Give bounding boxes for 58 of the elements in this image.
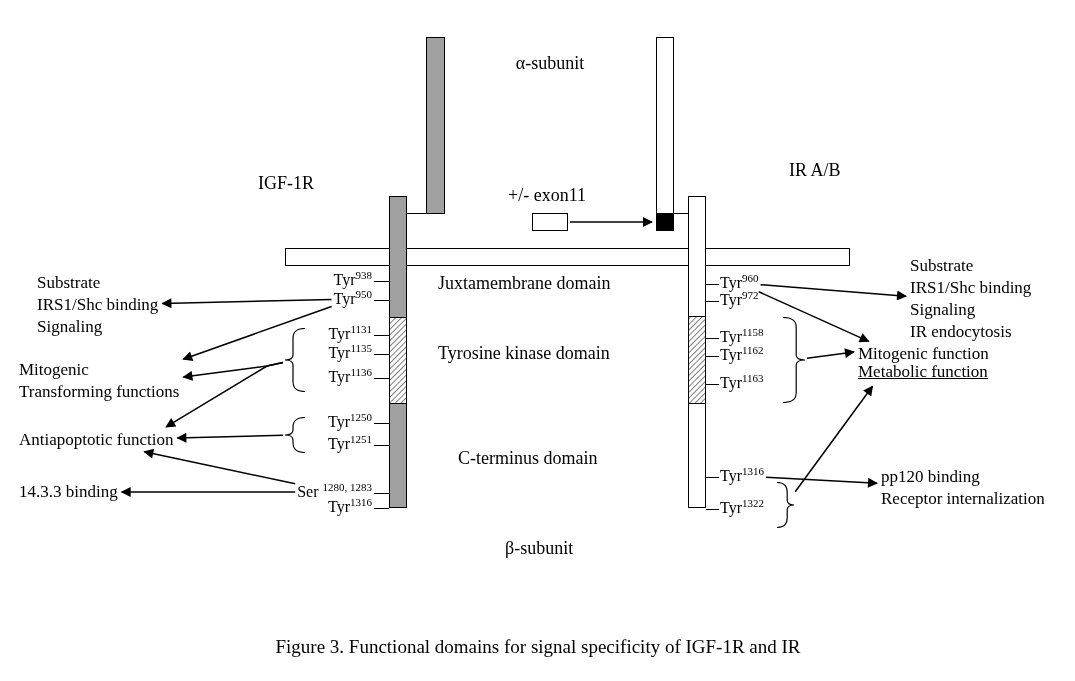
region-label: C-terminus domain — [458, 448, 598, 469]
function-label: 14.3.3 binding — [19, 481, 118, 503]
arrow — [120, 487, 296, 497]
region-label: α-subunit — [515, 53, 585, 74]
residue-label: Tyr$^{1163}$ — [720, 375, 764, 391]
residue-label: Tyr$^{1251}$ — [328, 436, 372, 452]
residue-label: Tyr$^{1316}$ — [328, 499, 372, 515]
function-label: Antiapoptotic function — [19, 429, 174, 451]
arrow — [765, 476, 878, 488]
function-label: IRS1/Shc binding — [910, 277, 1032, 299]
arrow — [165, 361, 284, 428]
function-label: Transforming functions — [19, 381, 180, 403]
residue-label: Tyr$^{1162}$ — [720, 347, 764, 363]
residue-label: Tyr$^{1131}$ — [328, 326, 372, 342]
residue-label: Tyr$^{950}$ — [333, 291, 372, 307]
residue-label: Tyr$^{1322}$ — [720, 500, 764, 516]
arrow — [182, 305, 333, 361]
curly-bracket — [777, 482, 794, 528]
residue-label: Tyr$^{1316}$ — [720, 468, 764, 484]
residue-label: Tyr$^{960}$ — [720, 275, 759, 291]
residue-label: Tyr$^{1250}$ — [328, 414, 372, 430]
residue-label: Tyr$^{1136}$ — [328, 369, 372, 385]
function-label: Metabolic function — [858, 362, 988, 383]
arrow — [161, 298, 333, 309]
function-label: Signaling — [37, 316, 104, 338]
function-label: Receptor internalization — [881, 488, 1045, 510]
arrow — [759, 283, 907, 301]
function-label: Signaling — [910, 299, 977, 321]
region-label: Tyrosine kinase domain — [438, 343, 610, 364]
residue-label: Tyr$^{972}$ — [720, 292, 759, 308]
region-label: IGF-1R — [258, 173, 314, 194]
region-label: β-subunit — [505, 538, 574, 559]
arrow — [143, 448, 296, 485]
residue-label: Tyr$^{1135}$ — [328, 345, 372, 361]
function-label: pp120 binding — [881, 466, 981, 488]
function-label: IR endocytosis — [910, 321, 1013, 343]
curly-bracket — [285, 328, 305, 392]
exon-box — [532, 213, 568, 231]
arrow — [806, 348, 855, 360]
figure-caption: Figure 3. Functional domains for signal specificity of IGF-1R and IR — [275, 636, 801, 658]
region-label: IR A/B — [789, 160, 841, 181]
residue-label: Tyr$^{938}$ — [333, 272, 372, 288]
function-label: Mitogenic function — [858, 343, 989, 365]
curly-bracket — [783, 317, 805, 403]
function-label: Substrate — [910, 255, 975, 277]
function-label: IRS1/Shc binding — [37, 294, 159, 316]
arrow — [794, 385, 874, 493]
function-label: Mitogenic — [19, 359, 90, 381]
arrow — [176, 432, 284, 443]
arrow — [569, 217, 653, 227]
curly-bracket — [285, 417, 305, 453]
function-label: Substrate — [37, 272, 102, 294]
arrow — [758, 291, 870, 343]
region-label: Juxtamembrane domain — [438, 273, 611, 294]
exon-label: +/- exon11 — [508, 185, 586, 206]
exon-segment-bar — [656, 213, 674, 231]
residue-label: Ser $^{1280, 1283}$ — [297, 484, 372, 500]
residue-label: Tyr$^{1158}$ — [720, 329, 764, 345]
